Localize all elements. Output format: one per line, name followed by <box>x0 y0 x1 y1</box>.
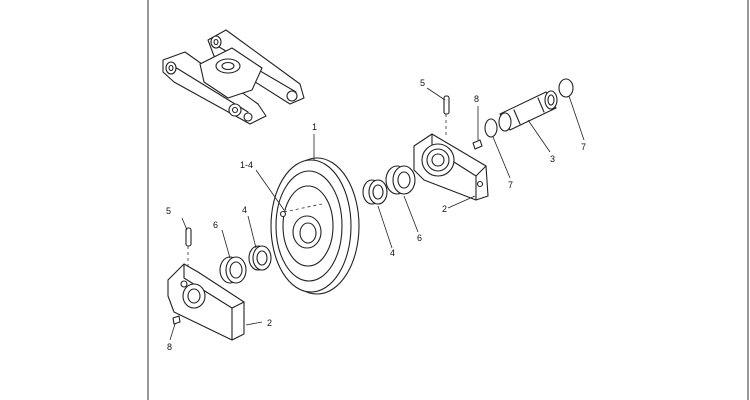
bushing-right <box>362 179 388 205</box>
callout-1-4: 1-4 <box>240 160 253 170</box>
callout-2-left: 2 <box>267 318 272 328</box>
callout-2-right: 2 <box>442 204 447 214</box>
seal-right <box>385 165 416 195</box>
support-bracket-right <box>413 95 489 201</box>
leader-lines <box>169 87 585 341</box>
callout-3: 3 <box>550 154 555 164</box>
pin-right <box>443 95 450 115</box>
pin-left <box>185 227 192 247</box>
track-frame-yoke <box>162 29 305 125</box>
callout-8-right: 8 <box>474 94 479 104</box>
callout-5-right: 5 <box>420 78 425 88</box>
shaft <box>498 90 558 132</box>
o-ring-right <box>558 78 574 98</box>
callout-5-left: 5 <box>166 206 171 216</box>
bushing-left <box>248 245 272 271</box>
idler-wheel <box>270 157 360 295</box>
callout-1: 1 <box>312 122 317 132</box>
callout-6-right: 6 <box>417 233 422 243</box>
callout-4-left: 4 <box>242 205 247 215</box>
o-ring-left <box>484 118 498 138</box>
plug-left <box>172 315 181 325</box>
seal-left <box>219 256 247 284</box>
plug-1-4 <box>279 210 287 218</box>
callout-6-left: 6 <box>213 220 218 230</box>
callout-7-left: 7 <box>508 180 513 190</box>
support-bracket-left <box>167 227 245 341</box>
plug-right <box>472 139 483 150</box>
callout-4-right: 4 <box>390 248 395 258</box>
callout-7-right: 7 <box>581 142 586 152</box>
callout-8-left: 8 <box>167 342 172 352</box>
